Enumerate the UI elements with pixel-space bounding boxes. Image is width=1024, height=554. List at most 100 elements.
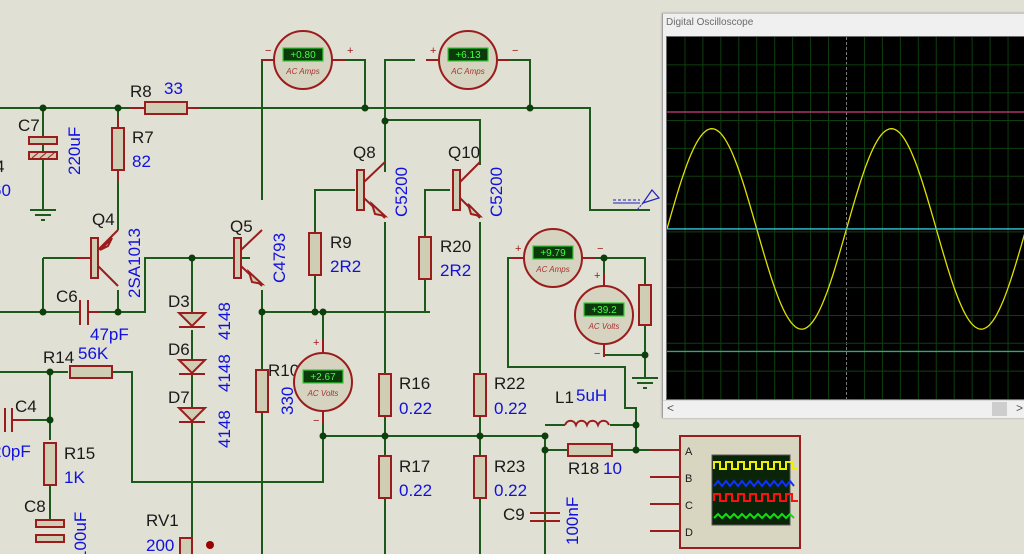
label-RV1-value: 200 [146,536,174,554]
oscilloscope-instrument[interactable]: A B C D [650,435,801,549]
scroll-right-button[interactable]: > [1015,401,1023,415]
oscilloscope-display [666,36,1024,400]
ground-icon [30,209,56,221]
transistor-Q4[interactable] [75,229,119,287]
meter-reading: +6.13 [455,50,481,61]
channel-C-label: C [685,500,693,512]
scope-icon-trace-A [713,461,798,470]
label-R23-value: 0.22 [494,481,527,500]
voltmeter-2[interactable]: +2.67 AC Volts + − [293,337,353,427]
oscilloscope-window[interactable]: Digital Oscilloscope < > [662,13,1024,418]
meter-unit-label: AC Amps [285,67,320,76]
meter-reading: +9.79 [540,248,566,259]
inductor-L1[interactable] [564,419,610,428]
label-C9-ref: C9 [503,505,525,524]
label-R9-ref: R9 [330,233,352,252]
scope-screen-icon [711,454,798,526]
label-Q4-value: 2SA1013 [125,228,144,298]
label-R16-ref: R16 [399,374,430,393]
meter-reading: +2.67 [310,372,336,383]
transistor-Q8[interactable] [356,161,389,219]
plus-terminal-label: + [430,45,436,57]
ammeter-1[interactable]: +0.80 AC Amps + − [261,30,353,90]
label-R10-ref: R10 [268,361,299,380]
label-Q8-ref: Q8 [353,143,376,162]
resistor-R14[interactable] [69,365,113,379]
potentiometer-RV1[interactable] [179,537,214,554]
resistor-R16[interactable] [378,373,392,417]
label-Q5-value: C4793 [270,233,289,283]
label-D3-ref: D3 [168,292,190,311]
label-RV1-ref: RV1 [146,511,179,530]
window-title: Digital Oscilloscope [666,17,754,28]
ground-icon [632,377,658,389]
capacitor-C8[interactable] [35,519,65,543]
scroll-left-button[interactable]: < [667,401,675,415]
label-C6-value: 47pF [90,325,129,344]
label-C8-value: 100uF [71,512,90,554]
label-R10-value: 330 [278,387,297,415]
label-C7-ref: C7 [18,116,40,135]
resistor-load[interactable] [638,284,652,326]
resistor-R23[interactable] [473,455,487,499]
label-R17-ref: R17 [399,457,430,476]
label-R17-value: 0.22 [399,481,432,500]
channel-D-label: D [685,527,693,539]
meter-reading: +39.2 [591,305,617,316]
plus-terminal-label: + [347,45,353,57]
junction-dots [39,104,649,454]
label-R8-value: 33 [164,79,183,98]
label-R15-value: 1K [64,468,85,487]
label-R14-ref: R14 [43,348,74,367]
diode-D7[interactable] [176,407,208,423]
label-R8-ref: R8 [130,82,152,101]
scrollbar-thumb[interactable] [992,402,1007,416]
resistor-R18[interactable] [567,443,613,457]
label-R9-value: 2R2 [330,257,361,276]
label-D3-value: 4148 [215,302,234,340]
transistor-Q5[interactable] [233,229,266,287]
label-R7-value: 82 [132,152,151,171]
minus-terminal-label: − [265,45,271,57]
meter-reading: +0.80 [290,50,316,61]
minus-terminal-label: − [313,415,319,427]
scope-icon-trace-C [713,493,798,502]
resistor-R7[interactable] [111,118,125,182]
horizontal-scrollbar[interactable]: < > [663,400,1024,417]
scope-icon-trace-B [713,479,795,488]
diode-D6[interactable] [176,359,208,375]
capacitor-C9[interactable] [530,512,560,522]
minus-terminal-label: − [512,45,518,57]
label-L1-ref: L1 [555,388,574,407]
resistor-R8[interactable] [130,101,200,115]
minus-terminal-label: − [594,348,600,360]
label-R15-ref: R15 [64,444,95,463]
resistor-R9[interactable] [308,232,322,276]
label-C4-ref: C4 [15,397,37,416]
resistor-R20[interactable] [418,236,432,280]
transistor-Q10[interactable] [452,161,484,219]
resistor-R22[interactable] [473,373,487,417]
capacitor-C7[interactable] [28,136,58,160]
label-Q5-ref: Q5 [230,217,253,236]
label-R14-value: 56K [78,344,109,363]
probe-icon[interactable] [613,189,661,211]
meter-unit-label: AC Volts [307,389,339,398]
plus-terminal-label: + [313,337,319,349]
voltmeter-1[interactable]: +39.2AC Volts+− [574,270,634,360]
capacitor-C6[interactable] [79,300,100,325]
capacitor-C4[interactable] [4,408,30,432]
diode-D3[interactable] [176,312,208,328]
resistor-R15[interactable] [43,442,57,486]
label-C6-ref: C6 [56,287,78,306]
channel-B-label: B [685,473,692,485]
label-C4-value: 20pF [0,442,31,461]
resistor-R10[interactable] [255,369,269,413]
label-Q8-value: C5200 [392,167,411,217]
label-D7-value: 4148 [215,410,234,448]
resistor-R17[interactable] [378,455,392,499]
plus-terminal-label: + [515,243,521,255]
